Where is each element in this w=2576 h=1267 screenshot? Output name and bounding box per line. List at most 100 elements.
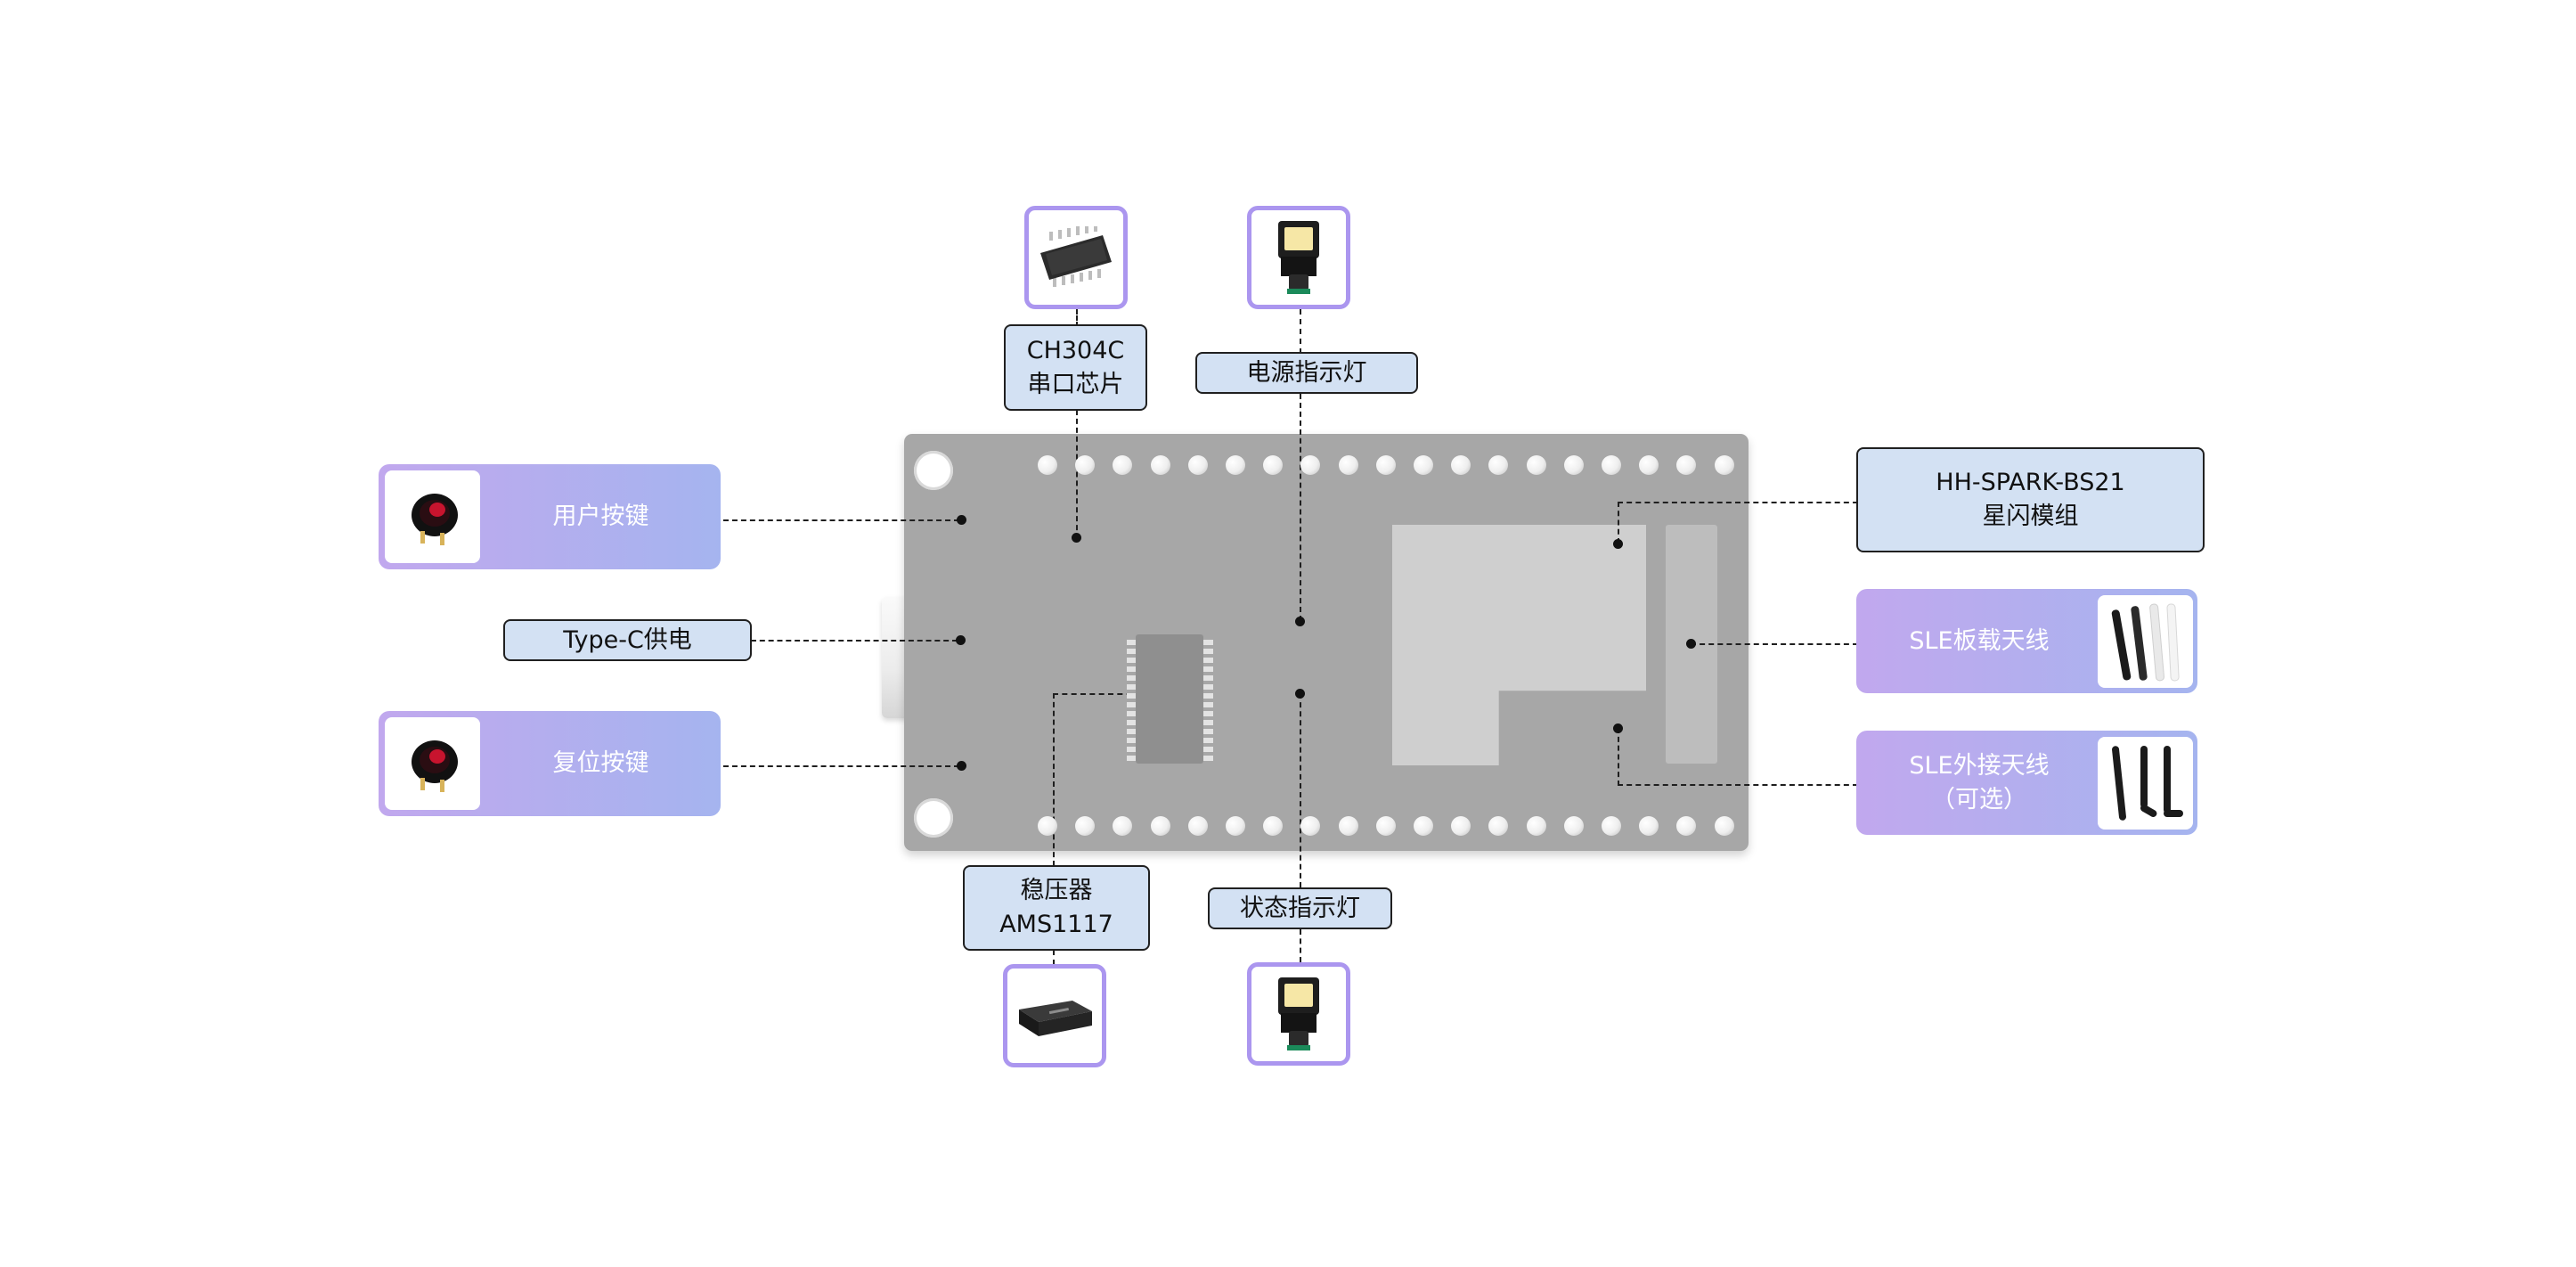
antenna-icon <box>2098 595 2193 688</box>
line-onboard-antenna <box>1691 643 1858 645</box>
chip-leg <box>1202 693 1213 699</box>
header-pin-bottom <box>1113 816 1132 836</box>
chip-leg <box>1202 756 1213 761</box>
label-status-led-text: 状态指示灯 <box>1240 894 1360 922</box>
card-onboard-antenna: SLE板载天线 <box>1856 589 2197 693</box>
line-module-v <box>1618 502 1619 544</box>
header-pin-bottom <box>1527 816 1546 836</box>
header-pin-bottom <box>1075 816 1095 836</box>
label-typec: Type-C供电 <box>503 619 752 661</box>
header-pin-top <box>1414 455 1433 475</box>
label-module-line1: HH-SPARK-BS21 <box>1936 469 2125 496</box>
header-pin-bottom <box>1151 816 1170 836</box>
line-user-key <box>723 519 959 521</box>
label-power-led: 电源指示灯 <box>1195 352 1418 394</box>
line-external-antenna-h <box>1618 784 1858 786</box>
label-typec-text: Type-C供电 <box>563 625 692 654</box>
header-pin-bottom <box>1639 816 1659 836</box>
card-external-antenna: SLE外接天线 （可选） <box>1856 731 2197 835</box>
chip-leg <box>1202 711 1213 716</box>
mount-hole-top <box>914 451 953 490</box>
card-external-antenna-line2: （可选） <box>1931 785 2027 813</box>
header-pin-top <box>1151 455 1170 475</box>
header-pin-top <box>1300 455 1320 475</box>
label-ch304c-line1: CH304C <box>1026 336 1125 364</box>
chip-leg <box>1202 649 1213 654</box>
chip-leg <box>1202 658 1213 663</box>
push-button-icon <box>385 717 480 810</box>
label-module: HH-SPARK-BS21 星闪模组 <box>1856 447 2205 552</box>
chip-leg <box>1127 711 1137 716</box>
chip-leg <box>1127 738 1137 743</box>
label-status-led: 状态指示灯 <box>1208 887 1392 929</box>
chip-leg <box>1202 702 1213 707</box>
header-pin-top <box>1263 455 1283 475</box>
regulator-module-icon <box>1003 964 1106 1067</box>
label-power-led-text: 电源指示灯 <box>1246 358 1367 387</box>
header-pin-top <box>1602 455 1621 475</box>
header-pin-top <box>1339 455 1358 475</box>
line-power-led-top <box>1300 309 1301 354</box>
mount-hole-bottom <box>914 798 953 838</box>
line-regulator-bottom <box>1053 950 1055 965</box>
chip-leg <box>1202 747 1213 752</box>
header-pin-bottom <box>1715 816 1734 836</box>
line-regulator-v <box>1053 693 1055 866</box>
chip-leg <box>1127 747 1137 752</box>
label-ch304c: CH304C 串口芯片 <box>1004 324 1147 411</box>
header-pin-bottom <box>1376 816 1396 836</box>
line-module-h <box>1618 502 1858 503</box>
point-module <box>1613 539 1623 549</box>
header-pin-top <box>1639 455 1659 475</box>
header-pin-top <box>1451 455 1471 475</box>
header-pin-bottom <box>1038 816 1057 836</box>
card-user-key-label: 用户按键 <box>552 503 649 530</box>
point-reset-key <box>957 761 966 771</box>
point-user-key <box>957 515 966 525</box>
header-pin-top <box>1075 455 1095 475</box>
chip-leg <box>1202 675 1213 681</box>
chip-leg <box>1202 684 1213 690</box>
header-pin-top <box>1564 455 1584 475</box>
header-pin-bottom <box>1188 816 1208 836</box>
chip-leg <box>1127 756 1137 761</box>
label-regulator: 稳压器 AMS1117 <box>963 865 1150 951</box>
card-user-key: 用户按键 <box>379 464 721 569</box>
line-status-led-bottom <box>1300 929 1301 962</box>
card-reset-key: 复位按键 <box>379 711 721 816</box>
point-external-antenna <box>1613 723 1623 733</box>
header-pin-top <box>1038 455 1057 475</box>
led-icon <box>1247 962 1350 1066</box>
ic-chip-icon <box>1024 206 1128 309</box>
point-onboard-antenna <box>1686 639 1696 649</box>
header-pin-top <box>1376 455 1396 475</box>
card-reset-key-label: 复位按键 <box>552 749 649 777</box>
header-pin-top <box>1715 455 1734 475</box>
point-status-led <box>1295 689 1305 699</box>
antenna-icon <box>2098 737 2193 830</box>
card-external-antenna-line1: SLE外接天线 <box>1909 751 2050 780</box>
line-reset-key <box>723 765 959 767</box>
chip-leg <box>1202 729 1213 734</box>
led-icon <box>1247 206 1350 309</box>
regulator-chip <box>1136 634 1203 764</box>
header-pin-top <box>1676 455 1696 475</box>
chip-leg <box>1127 693 1137 699</box>
chip-leg <box>1202 640 1213 645</box>
line-external-antenna-v <box>1618 728 1619 786</box>
chip-leg <box>1127 649 1137 654</box>
point-ch304c <box>1072 533 1081 543</box>
chip-leg <box>1127 720 1137 725</box>
header-pin-bottom <box>1451 816 1471 836</box>
line-regulator-h <box>1053 693 1169 695</box>
header-pin-top <box>1226 455 1245 475</box>
header-pin-bottom <box>1414 816 1433 836</box>
line-power-led <box>1300 394 1301 621</box>
chip-leg <box>1127 675 1137 681</box>
header-pin-bottom <box>1263 816 1283 836</box>
chip-leg <box>1127 729 1137 734</box>
point-typec <box>956 635 966 645</box>
label-regulator-line2: AMS1117 <box>999 911 1113 938</box>
header-pin-bottom <box>1339 816 1358 836</box>
